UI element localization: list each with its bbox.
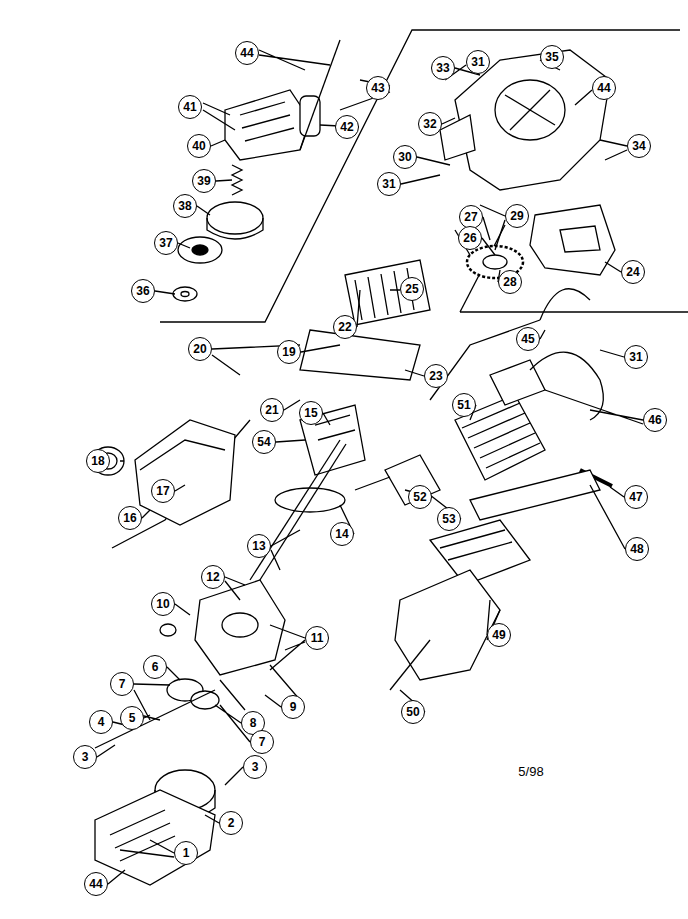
callout-number: 49 (487, 623, 511, 647)
callout-number: 13 (247, 534, 271, 558)
callout-number: 31 (624, 345, 648, 369)
callout-number: 21 (260, 398, 284, 422)
callout-number: 41 (178, 95, 202, 119)
callout-number: 16 (118, 506, 142, 530)
callout-number: 33 (431, 56, 455, 80)
callout-number: 38 (173, 194, 197, 218)
callout-number: 47 (624, 485, 648, 509)
callout-number: 3 (243, 755, 267, 779)
callout-number: 53 (437, 507, 461, 531)
callout-number: 26 (458, 226, 482, 250)
callout-number: 44 (84, 872, 108, 896)
callout-number: 35 (540, 45, 564, 69)
callout-number: 29 (505, 204, 529, 228)
callout-number: 37 (154, 231, 178, 255)
callout-number: 10 (151, 592, 175, 616)
callout-number: 17 (151, 479, 175, 503)
callout-number: 11 (305, 626, 329, 650)
callout-number: 48 (625, 537, 649, 561)
callout-number: 3 (73, 745, 97, 769)
callout-number: 28 (498, 270, 522, 294)
callout-number: 52 (408, 485, 432, 509)
date-note: 5/98 (517, 764, 544, 779)
callout-number: 46 (643, 408, 667, 432)
callout-number: 36 (131, 279, 155, 303)
callout-number: 31 (377, 172, 401, 196)
callout-number: 44 (235, 41, 259, 65)
callout-number: 15 (299, 401, 323, 425)
callout-number: 39 (192, 169, 216, 193)
callout-number: 32 (418, 112, 442, 136)
callout-number: 50 (401, 700, 425, 724)
callout-number: 7 (250, 730, 274, 754)
callout-number: 20 (188, 337, 212, 361)
callout-number: 7 (110, 672, 134, 696)
callout-number: 5 (120, 706, 144, 730)
callout-number: 44 (592, 76, 616, 100)
callout-number: 31 (466, 50, 490, 74)
callout-number: 51 (452, 393, 476, 417)
callout-number: 40 (187, 134, 211, 158)
callout-number: 19 (277, 340, 301, 364)
callout-number: 54 (252, 430, 276, 454)
callout-number: 2 (219, 811, 243, 835)
callout-number: 18 (86, 449, 110, 473)
callout-number: 34 (627, 134, 651, 158)
callout-number: 6 (143, 655, 167, 679)
callout-number: 22 (333, 315, 357, 339)
callout-number: 25 (400, 277, 424, 301)
callout-number: 24 (621, 260, 645, 284)
callout-number: 45 (516, 327, 540, 351)
callout-number: 30 (393, 145, 417, 169)
callout-number: 4 (89, 710, 113, 734)
callout-number: 23 (424, 364, 448, 388)
callout-number: 12 (201, 565, 225, 589)
callout-number: 43 (366, 76, 390, 100)
callout-number: 14 (330, 522, 354, 546)
callout-number: 9 (281, 695, 305, 719)
callout-number: 42 (335, 115, 359, 139)
callout-number: 1 (174, 841, 198, 865)
